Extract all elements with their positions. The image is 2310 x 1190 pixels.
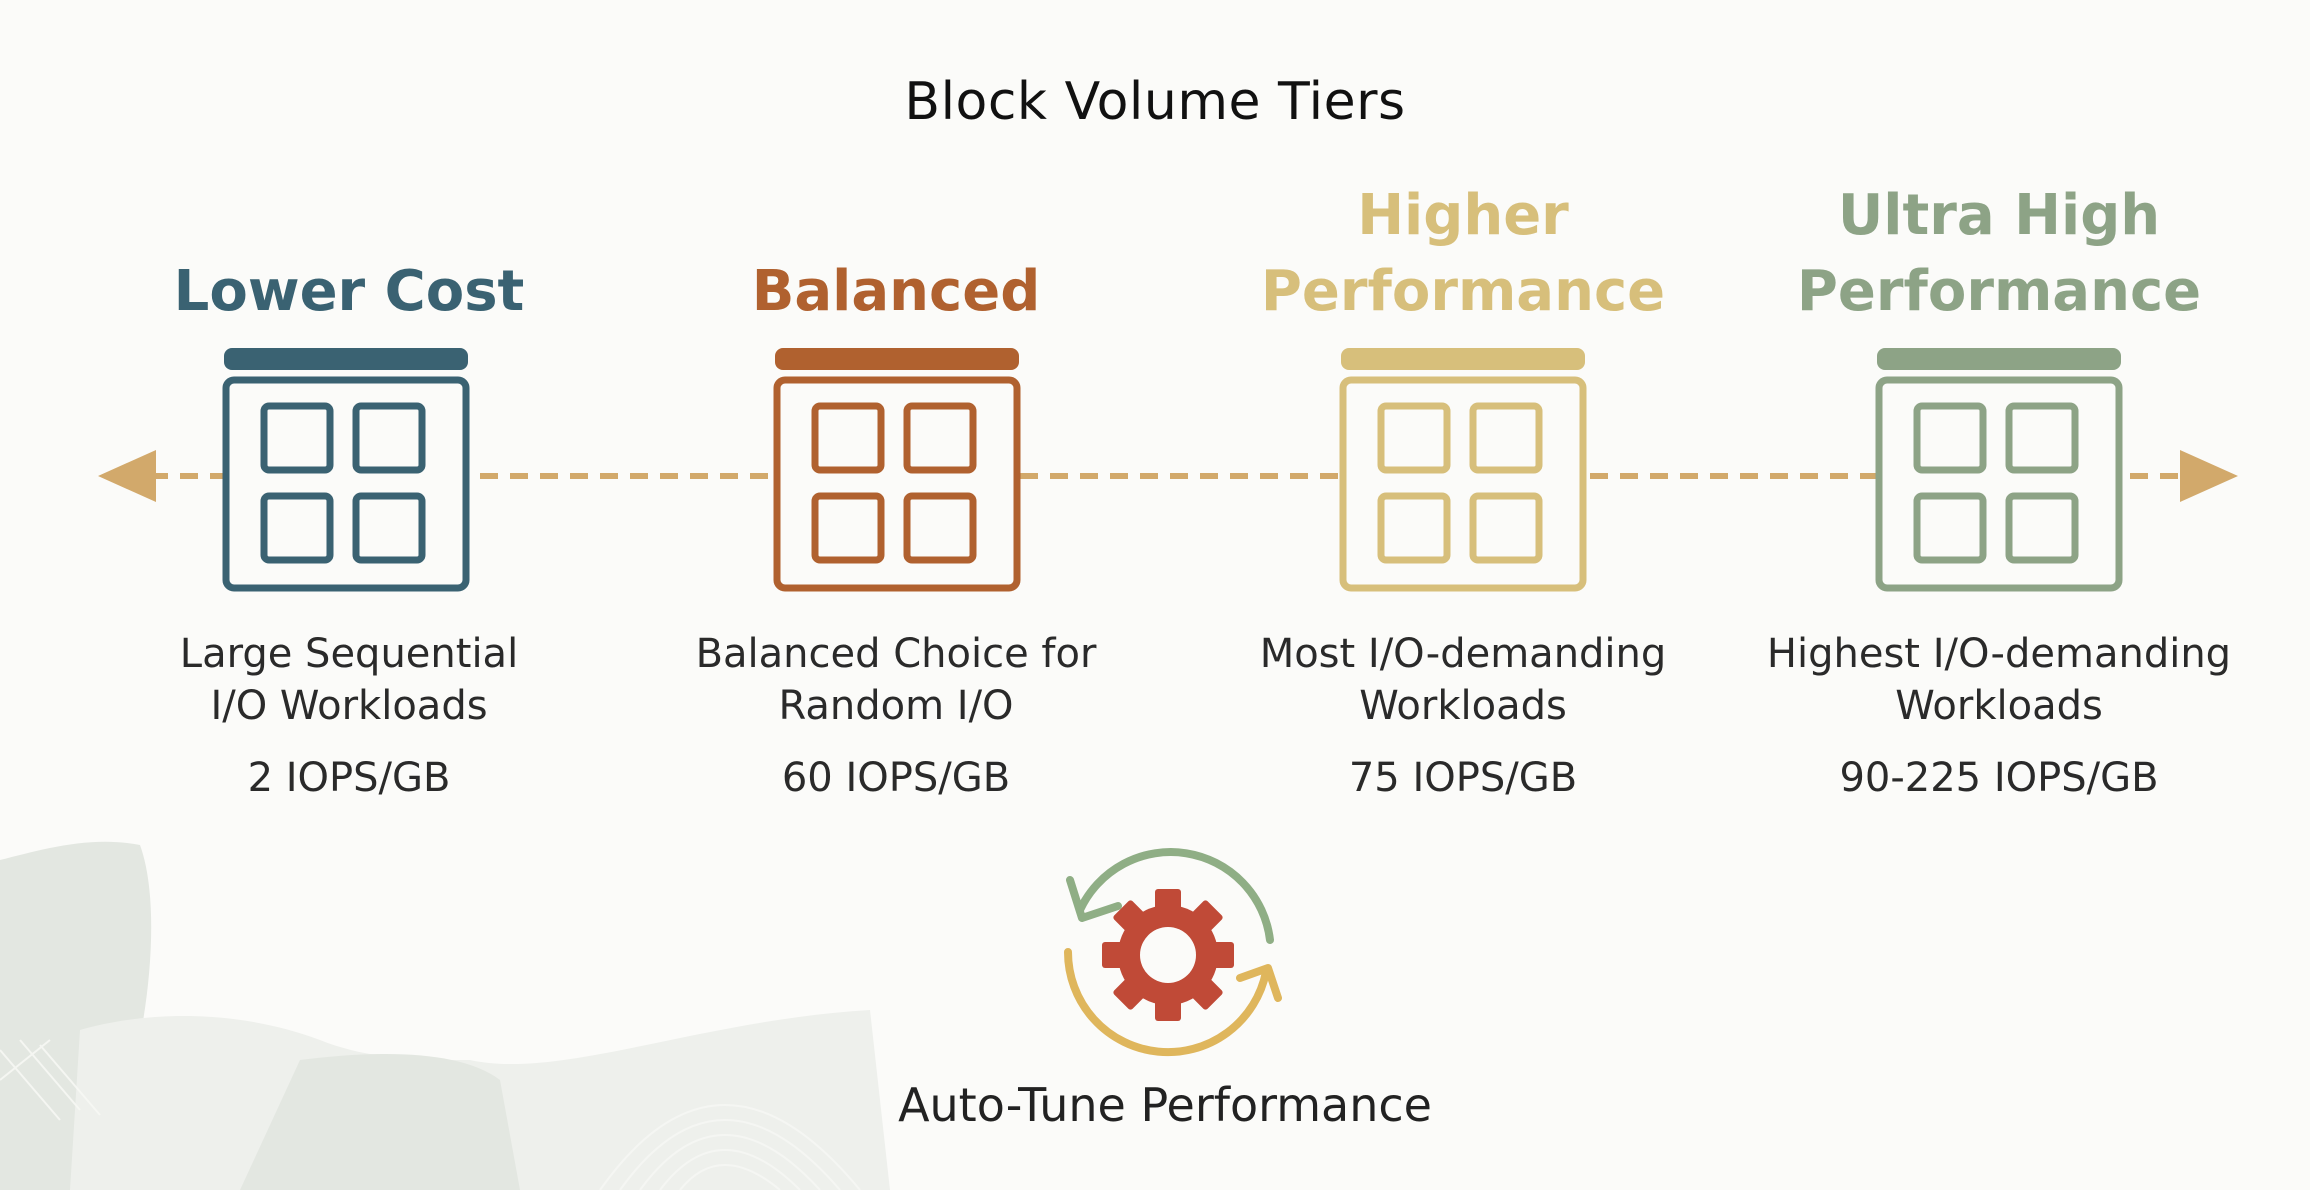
tier-name-line1: Ultra High [1837, 183, 2161, 248]
tier-balanced: Balanced Balanced Choice for Random I/O … [636, 0, 1156, 820]
tier-name: Balanced [751, 259, 1041, 324]
tier-description-line2: Random I/O [778, 683, 1014, 729]
tier-iops: 90-225 IOPS/GB [1839, 755, 2159, 801]
tier-description-line1: Large Sequential [179, 631, 519, 677]
gear-cycle-icon [1064, 848, 1282, 1057]
cycle-arrowhead-bottom [1236, 964, 1282, 1002]
tier-iops: 75 IOPS/GB [1348, 755, 1578, 801]
tier-iops: 2 IOPS/GB [247, 755, 451, 801]
autotune-label: Auto-Tune Performance [898, 1078, 1432, 1132]
arrow-left-icon [98, 450, 156, 502]
tier-description-line2: I/O Workloads [210, 683, 488, 729]
tier-description: Most I/O-demanding Workloads [1203, 628, 1723, 732]
tier-description-line2: Workloads [1895, 683, 2103, 729]
tier-description-line1: Highest I/O-demanding [1766, 631, 2232, 677]
cycle-arrow-bottom [1064, 948, 1270, 1057]
tier-lower-cost: Lower Cost Large Sequential I/O Workload… [89, 0, 609, 820]
tier-ultra-high-performance: Ultra High Performance Highest I/O-deman… [1739, 0, 2259, 820]
tier-description-line1: Balanced Choice for [695, 631, 1097, 677]
cycle-arrow-top [1076, 848, 1274, 944]
diagram-title: Block Volume Tiers [904, 72, 1406, 132]
tier-name-line1: Higher [1357, 183, 1569, 248]
tier-name: Performance [1260, 259, 1666, 324]
tier-description-line2: Workloads [1359, 683, 1567, 729]
tier-description: Balanced Choice for Random I/O [636, 628, 1156, 732]
tier-name: Lower Cost [173, 259, 525, 324]
tier-description-line1: Most I/O-demanding [1259, 631, 1667, 677]
block-volume-icon [1339, 348, 1587, 592]
block-volume-icon [773, 348, 1021, 592]
arrow-right-icon [2180, 450, 2238, 502]
block-volume-icon [1875, 348, 2123, 592]
tier-description: Large Sequential I/O Workloads [89, 628, 609, 732]
tier-name: Performance [1796, 259, 2202, 324]
tier-higher-performance: Higher Performance Most I/O-demanding Wo… [1203, 0, 1723, 820]
tier-iops: 60 IOPS/GB [781, 755, 1011, 801]
cycle-arrowhead-top [1066, 876, 1122, 922]
tier-description: Highest I/O-demanding Workloads [1739, 628, 2259, 732]
block-volume-icon [222, 348, 470, 592]
gear-icon [1102, 889, 1234, 1021]
